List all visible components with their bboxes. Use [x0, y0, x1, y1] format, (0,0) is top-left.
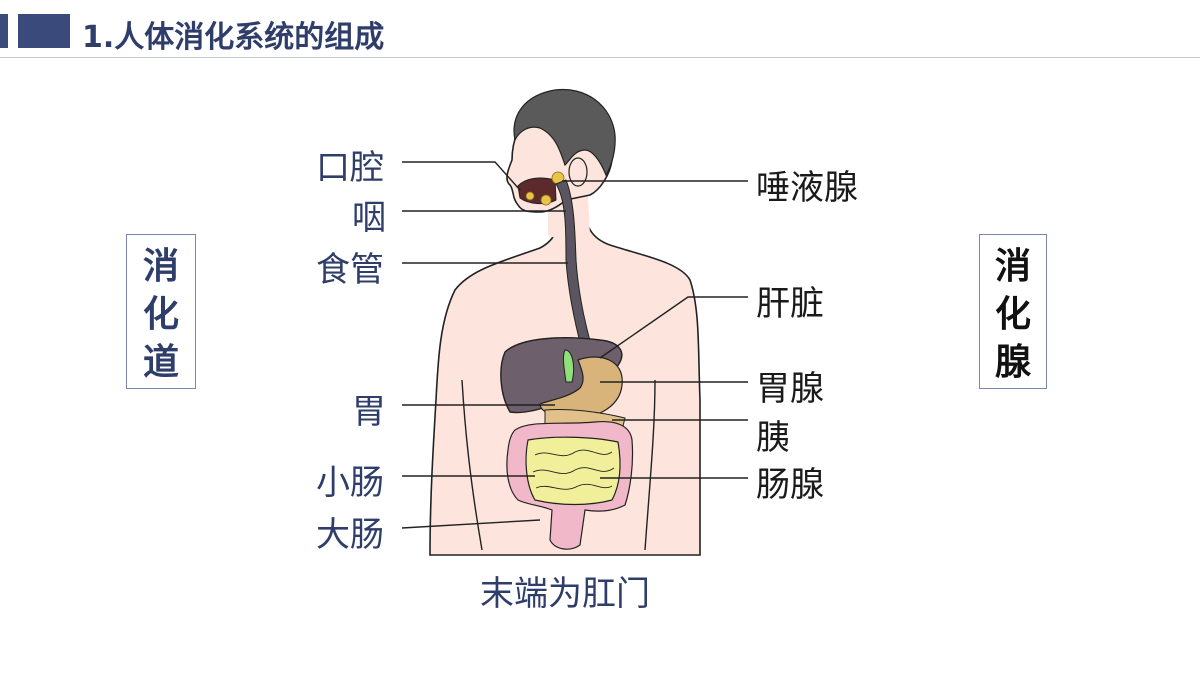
digestive-tract-box: 消 化 道 — [126, 234, 196, 389]
label-pancreas: 胰 — [756, 418, 790, 458]
label-large-intestine: 大肠 — [316, 515, 384, 555]
label-liver: 肝脏 — [756, 284, 824, 324]
ear — [568, 157, 588, 187]
hair — [513, 88, 616, 177]
left-arm-line — [461, 379, 483, 551]
salivary-gland-b — [540, 194, 552, 206]
line-liver — [599, 296, 748, 359]
line-mouth — [402, 161, 521, 191]
gallbladder — [562, 349, 575, 383]
label-intestinal-gland: 肠腺 — [756, 465, 824, 505]
box-char: 消 — [142, 246, 179, 287]
page-title: 1.人体消化系统的组成 — [82, 20, 385, 55]
title-divider — [0, 57, 1200, 58]
line-large-intestine — [401, 519, 541, 529]
label-salivary-gland: 唾液腺 — [756, 168, 858, 208]
title-accent-bar — [0, 14, 8, 48]
box-char: 腺 — [994, 342, 1031, 383]
digestive-glands-box: 消 化 腺 — [979, 234, 1047, 389]
box-char: 消 — [994, 246, 1031, 287]
title-accent-block — [18, 14, 70, 48]
label-gastric-gland: 胃腺 — [756, 369, 824, 409]
small-intestine-coils — [532, 449, 615, 490]
salivary-gland-c — [525, 191, 535, 201]
label-stomach: 胃 — [352, 392, 386, 432]
label-mouth: 口腔 — [316, 148, 384, 188]
box-char: 化 — [142, 294, 179, 335]
box-char: 化 — [994, 294, 1031, 335]
label-esophagus: 食管 — [316, 250, 384, 290]
label-anus-note: 末端为肛门 — [480, 574, 650, 614]
box-char: 道 — [142, 342, 179, 383]
label-pharynx: 咽 — [352, 198, 386, 238]
label-small-intestine: 小肠 — [316, 463, 384, 503]
right-arm-line — [644, 379, 656, 551]
title-bar: 1.人体消化系统的组成 — [0, 0, 1200, 58]
leader-lines — [401, 161, 748, 529]
